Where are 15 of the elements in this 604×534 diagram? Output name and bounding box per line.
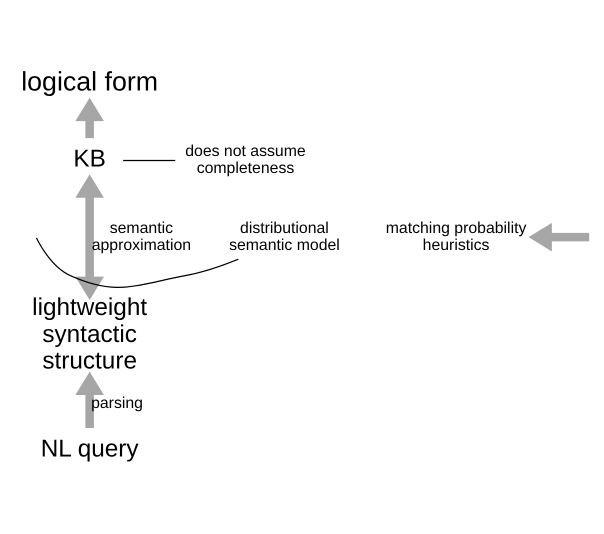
edge-label: semantic approximation <box>92 220 192 254</box>
node-text: logical form <box>21 66 158 97</box>
arrow <box>75 174 104 300</box>
node-text: distributional semantic model <box>229 220 340 254</box>
arrow <box>75 372 104 428</box>
edge-label: parsing <box>91 395 143 412</box>
connector <box>123 160 176 162</box>
node-text: matching probability heuristics <box>386 220 526 254</box>
arrow <box>528 222 590 252</box>
arrow <box>75 98 104 138</box>
node-text: does not assume completeness <box>185 143 306 178</box>
connector <box>36 238 239 288</box>
node-text: KB <box>73 146 106 173</box>
node-text: lightweight syntactic structure <box>32 294 148 375</box>
node-text: NL query <box>40 435 139 462</box>
